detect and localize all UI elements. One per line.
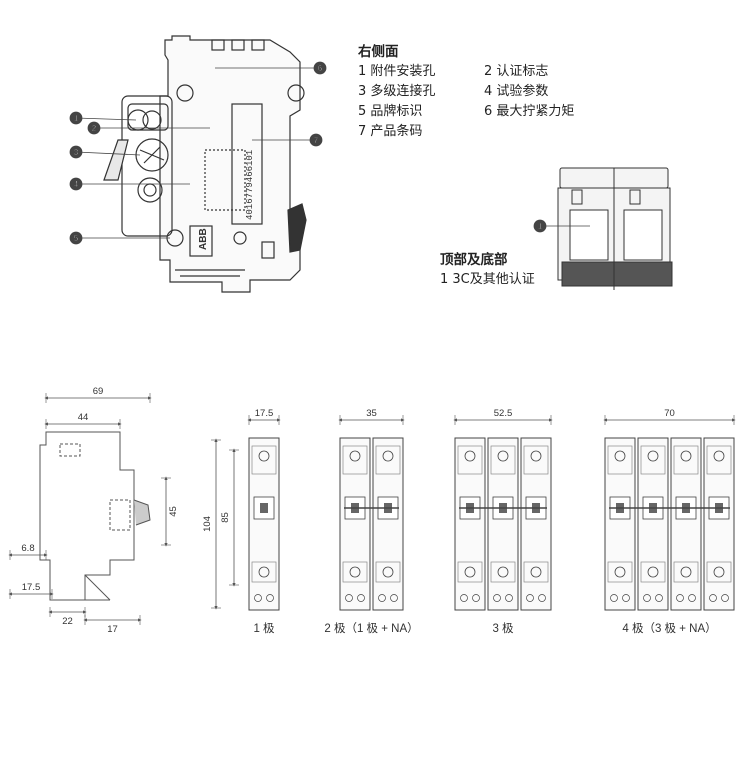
- variant-caption: 3 极: [492, 621, 514, 635]
- terminal-screw-top: [464, 450, 476, 462]
- dim-base: 22: [62, 616, 73, 627]
- pole-body: [248, 437, 280, 611]
- dim-total-height: 104: [202, 516, 213, 532]
- pole-variants: 17.5 1 极 35 2 极（1 极 + NA） 52.5 3 极 70 4 极（3 极 +…: [247, 408, 736, 635]
- callout-4-marker: [69, 177, 83, 191]
- legend-item-1: 1 附件安装孔: [358, 64, 436, 79]
- dim-offset: 17.5: [22, 582, 41, 593]
- dim-height: 45: [168, 506, 179, 517]
- dim-foot: 17: [107, 624, 118, 635]
- callout-4-number: 4: [74, 180, 79, 189]
- pole-body: [670, 437, 702, 611]
- terminal-screw-top: [382, 450, 394, 462]
- variant-width-label: 35: [366, 408, 377, 419]
- terminal-screw-bottom: [713, 566, 725, 578]
- top-bottom-title: 顶部及底部: [440, 252, 508, 268]
- terminal-screw-top: [349, 450, 361, 462]
- terminal-screw-top: [614, 450, 626, 462]
- legend-item-3: 3 多级连接孔: [358, 84, 436, 99]
- top-bottom-illustration: [557, 167, 673, 290]
- top-bottom-legend: 顶部及底部 1 3C及其他认证: [440, 250, 535, 290]
- terminal-screw-bottom: [680, 566, 692, 578]
- terminal-screw-top: [647, 450, 659, 462]
- terminal-screw-bottom: [497, 566, 509, 578]
- side-dimension-lines: 69 44 45 6.8 17.5 22 17: [8, 386, 179, 635]
- callout-2-number: 2: [92, 124, 97, 133]
- callout-1-number: 1: [74, 114, 79, 123]
- callout-5-marker: [69, 231, 83, 245]
- terminal-screw-top: [258, 450, 270, 462]
- terminal-screw-top: [713, 450, 725, 462]
- pole-body: [637, 437, 669, 611]
- terminal-screw-bottom: [382, 566, 394, 578]
- side-view-illustration: [103, 35, 307, 293]
- legend-item-5: 5 品牌标识: [358, 104, 423, 119]
- callout-3-number: 3: [74, 148, 79, 157]
- variant-caption: 4 极（3 极 + NA）: [622, 621, 716, 635]
- top-bottom-item-1: 1 3C及其他认证: [440, 272, 535, 287]
- terminal-screw-bottom: [464, 566, 476, 578]
- variant-width-label: 17.5: [255, 408, 274, 419]
- dim-small: 6.8: [21, 543, 34, 554]
- terminal-screw-bottom: [614, 566, 626, 578]
- variant-1-pole: 17.5 1 极: [247, 408, 281, 635]
- terminal-screw-bottom: [647, 566, 659, 578]
- top-bottom-callout: 1: [533, 219, 590, 233]
- side-view-callouts: 1 2 3 4 5 6 7: [69, 61, 327, 245]
- side-view-title: 右侧面: [358, 44, 399, 60]
- terminal-screw-top: [680, 450, 692, 462]
- pole-body: [372, 437, 404, 611]
- variant-width-label: 52.5: [494, 408, 513, 419]
- legend-item-6: 6 最大拧紧力矩: [484, 104, 575, 119]
- pole-body: [703, 437, 735, 611]
- callout-6-number: 6: [318, 64, 323, 73]
- callout-1-marker: [69, 111, 83, 125]
- variant-caption: 1 极: [253, 621, 275, 635]
- terminal-screw-top: [497, 450, 509, 462]
- terminal-screw-top: [530, 450, 542, 462]
- callout-7-number: 7: [314, 136, 319, 145]
- terminal-screw-bottom: [349, 566, 361, 578]
- side-profile-drawing: [39, 431, 151, 601]
- topbot-callout-1-marker: [533, 219, 547, 233]
- callout-2-marker: [87, 121, 101, 135]
- callout-5-number: 5: [74, 234, 79, 243]
- legend-item-7: 7 产品条码: [358, 124, 423, 139]
- barcode-label: 4016779466101: [245, 150, 255, 220]
- pole-body: [487, 437, 519, 611]
- legend-item-4: 4 试验参数: [484, 84, 549, 99]
- variant-4-pole: 70 4 极（3 极 + NA）: [603, 408, 736, 635]
- callout-7-marker: [309, 133, 323, 147]
- callout-6-marker: [313, 61, 327, 75]
- variant-width-label: 70: [664, 408, 675, 419]
- variant-caption: 2 极（1 极 + NA）: [324, 621, 418, 635]
- variant-3-pole: 52.5 3 极: [453, 408, 553, 635]
- terminal-screw-bottom: [258, 566, 270, 578]
- terminal-screw-bottom: [530, 566, 542, 578]
- pole-body: [339, 437, 371, 611]
- pole-body: [454, 437, 486, 611]
- topbot-callout-1-number: 1: [538, 222, 543, 231]
- legend-item-2: 2 认证标志: [484, 64, 549, 79]
- pole-body: [604, 437, 636, 611]
- dim-inner-width: 44: [78, 412, 89, 423]
- dim-overall-width: 69: [93, 386, 104, 397]
- pole-body: [520, 437, 552, 611]
- dim-body-height: 85: [220, 512, 231, 523]
- front-dimension-lines: 104 85: [202, 438, 239, 610]
- variant-2-pole: 35 2 极（1 极 + NA）: [324, 408, 418, 635]
- callout-3-marker: [69, 145, 83, 159]
- brand-label: ABB: [198, 228, 209, 250]
- side-view-legend: 右侧面 1 附件安装孔 2 认证标志 3 多级连接孔 4 试验参数 5 品牌标识…: [358, 42, 604, 142]
